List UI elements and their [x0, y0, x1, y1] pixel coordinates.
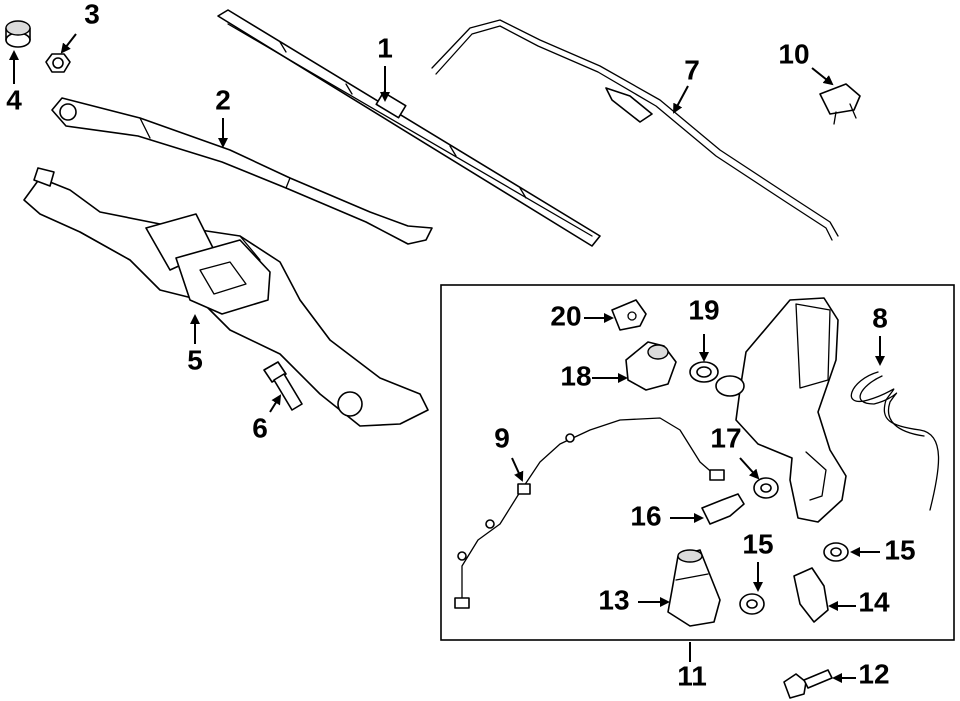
- callout-19: 19: [688, 294, 719, 325]
- callout-9: 9: [494, 422, 510, 453]
- bolt-part: [263, 361, 303, 411]
- pump-bracket-part: [793, 567, 829, 623]
- hose-part: [850, 371, 940, 511]
- wiper-arm-part: [51, 97, 433, 245]
- wiper-motor-linkage-part: [23, 167, 429, 427]
- callout-15a: 15: [884, 534, 915, 565]
- wiring-harness-part: [454, 417, 725, 609]
- callout-8: 8: [872, 302, 888, 333]
- callout-18: 18: [560, 360, 591, 391]
- callout-10: 10: [778, 38, 809, 69]
- callout-3: 3: [84, 0, 100, 29]
- callout-12: 12: [858, 658, 889, 689]
- callout-14: 14: [858, 586, 890, 617]
- cap-part: [5, 20, 31, 48]
- clip-part: [819, 83, 861, 125]
- wiper-blade-part: [217, 9, 601, 247]
- callout-17: 17: [710, 422, 741, 453]
- pump-grommet-part: [753, 477, 779, 499]
- leader-lines: [9, 33, 885, 683]
- callout-5: 5: [187, 344, 203, 375]
- nozzle-part: [611, 299, 647, 331]
- callout-6: 6: [252, 412, 268, 443]
- callout-15b: 15: [742, 528, 773, 559]
- callout-4: 4: [6, 84, 22, 115]
- callout-13: 13: [598, 584, 629, 615]
- washer-reservoir-kit-box: [440, 284, 955, 641]
- callout-11: 11: [677, 660, 707, 691]
- callout-20: 20: [550, 300, 581, 331]
- connector-part: [701, 493, 745, 525]
- washer-pump-part: [667, 549, 721, 627]
- seal-part-a: [823, 542, 849, 562]
- washer-reservoir-part: [715, 297, 847, 523]
- callout-7: 7: [684, 54, 700, 85]
- callout-2: 2: [215, 84, 231, 115]
- callout-1: 1: [377, 32, 393, 63]
- nut-part: [45, 53, 71, 73]
- grommet-part: [689, 361, 719, 383]
- screw-part: [783, 669, 833, 699]
- seal-part-b: [739, 593, 765, 615]
- washer-hose-rod-part: [431, 19, 839, 241]
- callout-16: 16: [630, 500, 661, 531]
- level-sensor-part: [625, 341, 677, 391]
